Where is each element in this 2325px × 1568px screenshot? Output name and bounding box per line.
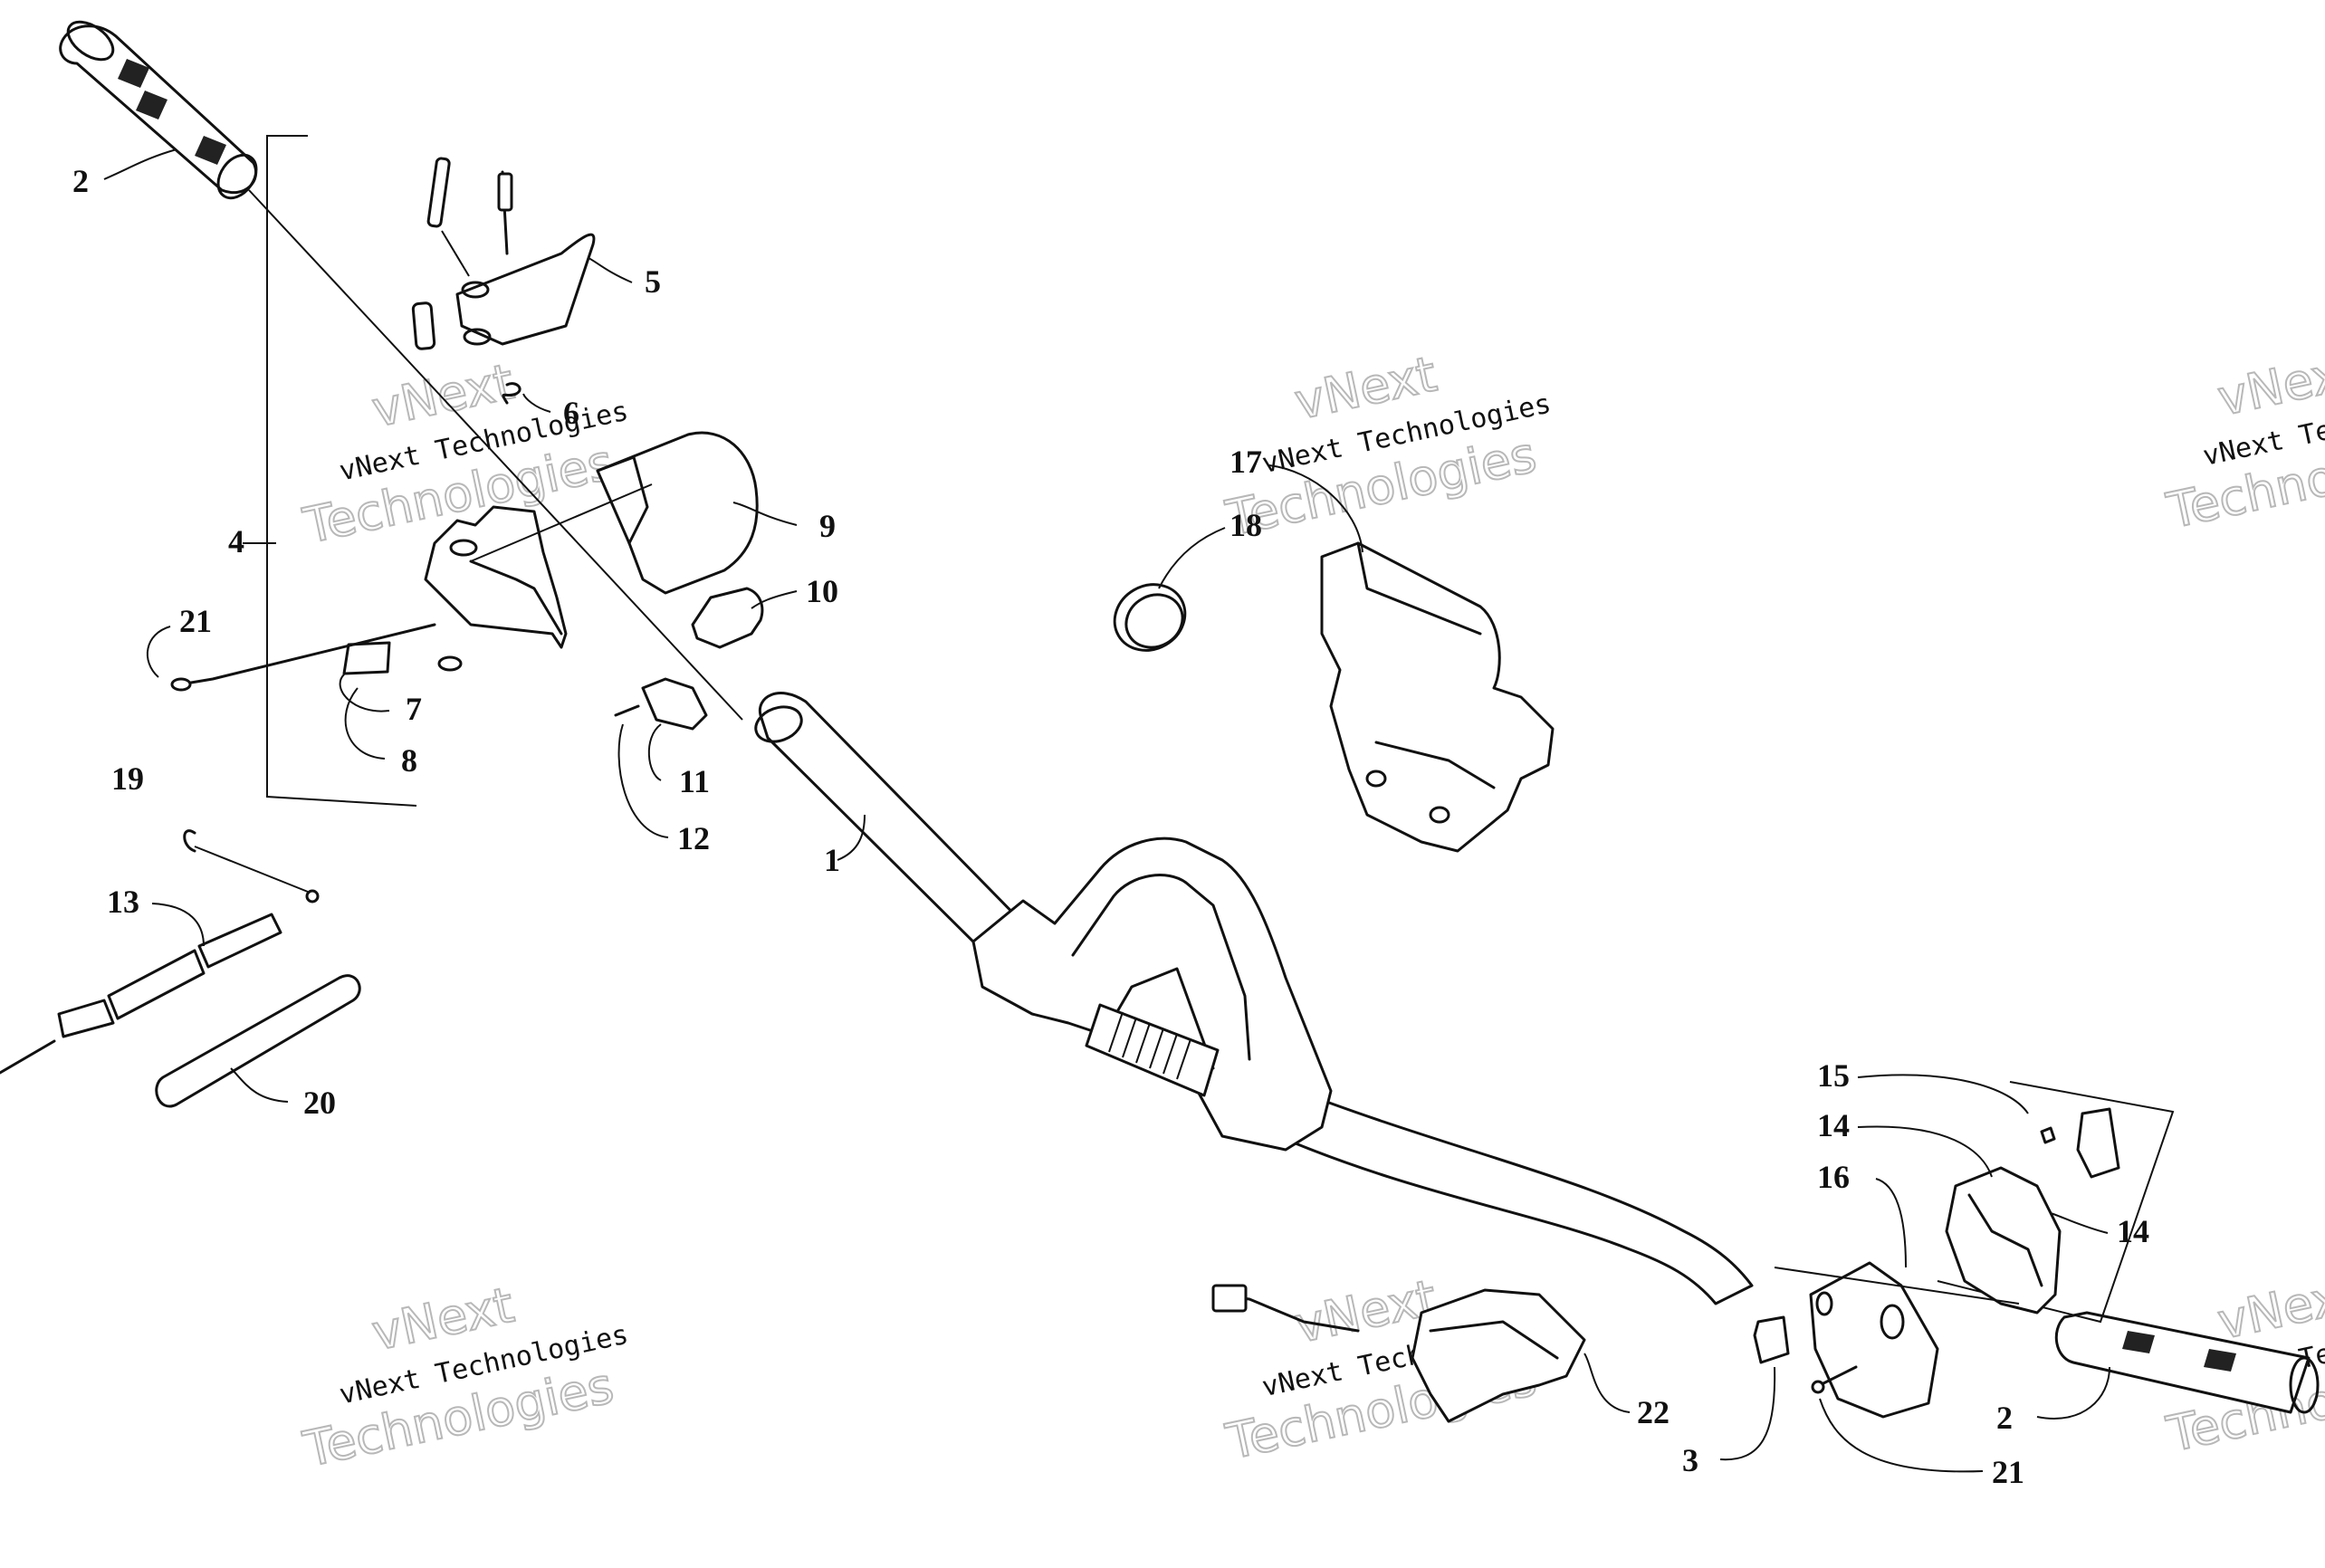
heater-element-part [1211,1284,1586,1423]
callout-7: 7 [406,691,422,727]
callout-22: 22 [1637,1394,1670,1430]
switch-module-part [2040,1107,2120,1179]
callout-4: 4 [228,523,244,559]
switch-axis-line [1774,1267,2020,1305]
callout-8: 8 [401,742,417,779]
throttle-bushing-part [411,301,492,350]
callout-10: 10 [806,573,838,609]
callout-16: 16 [1817,1159,1850,1195]
throttle-assembly-bracket [266,135,417,807]
throttle-pin-part [426,157,470,277]
callout-13: 13 [107,884,139,920]
throttle-screw-part [614,704,640,717]
throttle-housing-part [424,505,568,649]
callout-21-right: 21 [1992,1454,2024,1490]
throttle-spring-part [502,382,521,405]
callout-9: 9 [819,508,836,544]
watermark-group-3: vNext vNext Technologies Technologies [2161,340,2325,540]
callout-11: 11 [679,763,710,799]
throttle-cover-part [596,431,759,595]
watermark-line1: vNext [2213,341,2325,426]
mount-clamp-part [1320,541,1555,853]
callout-18: 18 [1229,507,1262,543]
callout-15: 15 [1817,1057,1850,1094]
callout-19: 19 [111,760,144,797]
throttle-axis-line [248,189,743,721]
throttle-washer-part [437,655,463,672]
callout-2-left: 2 [72,163,89,199]
callout-20: 20 [303,1085,336,1121]
grip-sleeve-part [155,974,361,1108]
callout-17: 17 [1229,444,1262,480]
c-clip-part [183,829,196,853]
retaining-ring-part [1113,583,1187,652]
callout-12: 12 [677,820,710,856]
left-grip-part [59,20,258,200]
right-grip-part [2054,1311,2320,1414]
end-plug-part [1753,1315,1790,1364]
callout-5: 5 [645,263,661,300]
throttle-decal-part [342,641,391,675]
callout-3: 3 [1682,1442,1698,1478]
switch-screw-part [1811,1365,1858,1394]
callout-6: 6 [563,395,579,431]
handlebar-part [754,692,1754,1305]
throttle-cable-axis-line [470,483,653,562]
leader-lines [103,148,2110,1473]
watermark-group-4: vNext vNext Technologies Technologies [298,1276,631,1479]
callout-labels: 1 2 2 3 4 5 6 7 8 9 10 11 12 13 14 14 15… [72,163,2149,1490]
switch-housing-part [1945,1166,2062,1315]
throttle-cable-part [0,846,320,1075]
watermark-line1: vNext [2213,1265,2325,1350]
switch-cover-part [1809,1261,1939,1419]
throttle-clip-part [691,587,764,649]
throttle-cable-clip-part [641,677,708,731]
callout-1: 1 [824,842,840,878]
throttle-lever-part [455,170,596,346]
throttle-mount-screw-part [170,623,436,692]
callout-21-left: 21 [179,603,212,639]
callout-14-right: 14 [2117,1213,2149,1249]
callout-14-upper: 14 [1817,1107,1850,1143]
callout-2-right: 2 [1996,1400,2013,1436]
